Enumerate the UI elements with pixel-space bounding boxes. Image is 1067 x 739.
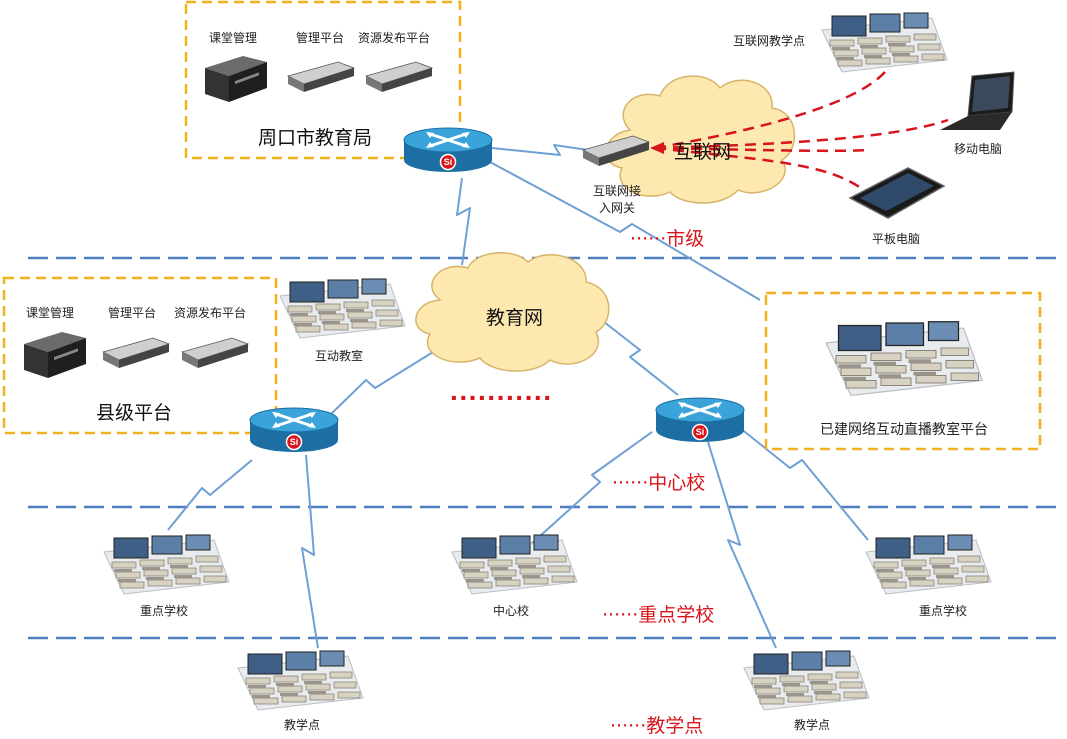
link-internet-teaching-point bbox=[654, 71, 886, 150]
tier-label-key: ······重点学校 bbox=[602, 604, 715, 626]
tier-label-city: ······市级 bbox=[630, 228, 705, 250]
city-bureau-box bbox=[184, 0, 462, 160]
county-platform-box bbox=[2, 276, 278, 435]
server-resource-platform-county bbox=[181, 337, 249, 369]
server-classroom-mgmt-city bbox=[205, 56, 267, 102]
link-edu-center bbox=[594, 314, 679, 396]
key-school-left-label: 重点学校 bbox=[140, 604, 189, 618]
classroom-existing-platform bbox=[825, 321, 983, 397]
city-bureau-title: 周口市教育局 bbox=[258, 127, 373, 149]
classroom-center-school bbox=[451, 534, 578, 595]
teaching-point-right-label: 教学点 bbox=[794, 718, 831, 732]
link-city-edu bbox=[456, 177, 471, 266]
classroom-teaching-point-left bbox=[237, 650, 364, 711]
router-badges: Si Si Si bbox=[290, 157, 705, 447]
center-school-label: 中心校 bbox=[493, 604, 530, 618]
county-server-label-2: 管理平台 bbox=[108, 306, 157, 320]
county-server-label-3: 资源发布平台 bbox=[174, 306, 247, 320]
gateway-label-line2: 入网关 bbox=[598, 201, 635, 215]
link-county-key bbox=[167, 459, 253, 531]
ellipsis-dots: ··········· bbox=[450, 382, 553, 413]
city-server-label-3: 资源发布平台 bbox=[358, 31, 431, 45]
internet-cloud-label: 互联网 bbox=[674, 141, 732, 163]
tablet-icon bbox=[848, 167, 946, 219]
internet-teaching-point-label: 互联网教学点 bbox=[733, 34, 806, 48]
link-county-teaching bbox=[301, 454, 319, 649]
link-internet-tablet bbox=[654, 146, 867, 193]
classroom-key-school-right bbox=[865, 534, 992, 595]
link-city-existing bbox=[489, 161, 761, 301]
tablet-label: 平板电脑 bbox=[872, 232, 921, 246]
teaching-point-left-label: 教学点 bbox=[284, 718, 321, 732]
link-center-key bbox=[739, 427, 869, 541]
gateway-label-line1: 互联网接 bbox=[592, 184, 641, 198]
county-platform-title: 县级平台 bbox=[96, 402, 173, 424]
server-classroom-mgmt-county bbox=[24, 332, 86, 378]
edu-network-cloud-label: 教育网 bbox=[486, 307, 544, 329]
city-server-label-2: 管理平台 bbox=[296, 31, 345, 45]
link-edu-county bbox=[329, 351, 434, 416]
classroom-county-interactive bbox=[279, 278, 406, 339]
classroom-key-school-left bbox=[103, 534, 230, 595]
link-city-gateway bbox=[491, 144, 589, 156]
server-resource-platform-city bbox=[365, 61, 433, 93]
gateway-label: 互联网接 入网关 bbox=[588, 182, 646, 216]
router-badge-county: Si bbox=[290, 437, 299, 447]
tier-label-center: ······中心校 bbox=[612, 472, 706, 494]
interactive-classroom-label: 互动教室 bbox=[315, 349, 364, 363]
classroom-teaching-point-right bbox=[743, 650, 870, 711]
link-center-teaching bbox=[707, 441, 777, 649]
existing-platform-box bbox=[764, 291, 1042, 451]
arrow-head bbox=[650, 142, 664, 154]
internet-wireless-links bbox=[654, 71, 949, 193]
link-internet-laptop bbox=[654, 118, 949, 150]
classroom-internet-teaching-point bbox=[821, 12, 948, 73]
edu-network-cloud bbox=[415, 252, 610, 372]
laptop-label: 移动电脑 bbox=[954, 142, 1003, 156]
server-mgmt-platform-county bbox=[102, 337, 170, 369]
key-school-right-label: 重点学校 bbox=[919, 604, 968, 618]
tier-label-teaching: ······教学点 bbox=[610, 715, 704, 737]
existing-platform-title: 已建网络互动直播教室平台 bbox=[820, 422, 988, 438]
link-internet-extra bbox=[654, 146, 871, 153]
link-center-school bbox=[529, 431, 653, 546]
router-badge-center: Si bbox=[696, 427, 705, 437]
router-badge-city: Si bbox=[444, 157, 453, 167]
server-mgmt-platform-city bbox=[287, 61, 355, 93]
laptop-icon bbox=[940, 71, 1015, 130]
city-server-label-1: 课堂管理 bbox=[209, 31, 258, 45]
county-server-label-1: 课堂管理 bbox=[26, 306, 75, 320]
